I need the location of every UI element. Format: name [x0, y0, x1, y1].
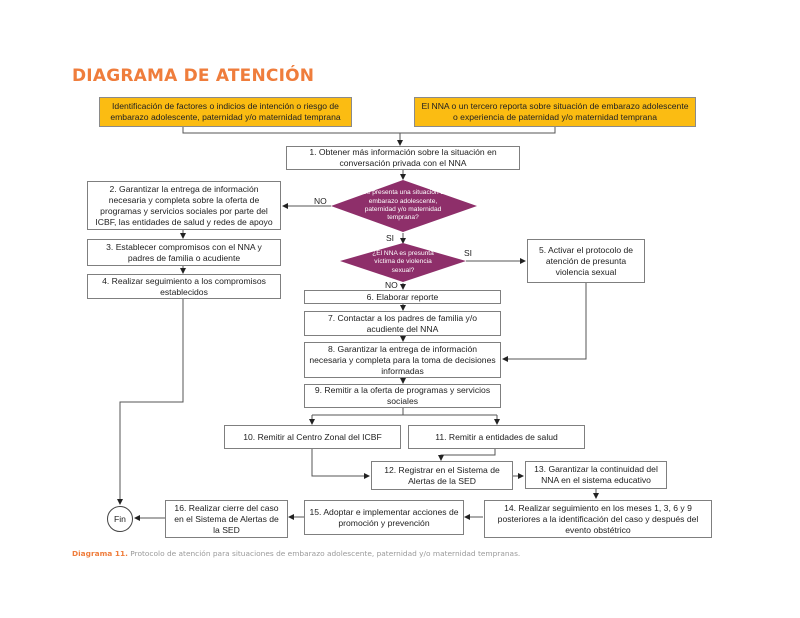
caption-label: Diagrama 11. — [72, 549, 128, 558]
label-d2-si: SI — [464, 248, 473, 258]
edge-s4-fin — [117, 298, 184, 505]
step-10: 10. Remitir al Centro Zonal del ICBF — [224, 425, 401, 449]
step-6: 6. Elaborar reporte — [304, 290, 501, 304]
start-box-identification: Identificación de factores o indicios de… — [99, 97, 352, 127]
figure-caption: Diagrama 11. Protocolo de atención para … — [72, 549, 520, 558]
step-14: 14. Realizar seguimiento en los meses 1,… — [484, 500, 712, 538]
step-3: 3. Establecer compromisos con el NNA y p… — [87, 239, 281, 266]
step-12: 12. Registrar en el Sistema de Alertas d… — [371, 461, 513, 490]
edge-start-b — [400, 127, 556, 134]
step-13: 13. Garantizar la continuidad del NNA en… — [525, 461, 667, 489]
caption-text: Protocolo de atención para situaciones d… — [127, 549, 521, 558]
label-d1-si: SI — [386, 233, 395, 243]
decision-2-text: ¿El NNA es presunta víctima de violencia… — [372, 249, 434, 274]
decision-diamond-1 — [331, 180, 477, 232]
start-box-report: El NNA o un tercero reporta sobre situac… — [414, 97, 696, 127]
edge-s5-s8 — [502, 283, 587, 362]
step-1: 1. Obtener más información sobre la situ… — [286, 146, 520, 170]
step-8: 8. Garantizar la entrega de información … — [304, 342, 501, 378]
label-d1-no: NO — [314, 196, 327, 206]
diagram-title: DIAGRAMA DE ATENCIÓN — [72, 66, 315, 86]
step-16: 16. Realizar cierre del caso en el Siste… — [165, 500, 288, 538]
step-4: 4. Realizar seguimiento a los compromiso… — [87, 274, 281, 299]
decision-diamond-2 — [340, 243, 466, 282]
edge-s11-s12 — [438, 449, 496, 461]
step-2: 2. Garantizar la entrega de información … — [87, 181, 281, 230]
decision-1-text: ¿Se presenta una situación de embarazo a… — [358, 189, 448, 222]
edge-s10-s12 — [311, 449, 370, 479]
step-11: 11. Remitir a entidades de salud — [408, 425, 585, 449]
step-5: 5. Activar el protocolo de atención de p… — [527, 239, 645, 283]
step-9: 9. Remitir a la oferta de programas y se… — [304, 384, 501, 408]
end-node: Fin — [107, 506, 133, 532]
label-d2-no: NO — [385, 280, 398, 290]
step-15: 15. Adoptar e implementar acciones de pr… — [304, 500, 464, 535]
step-7: 7. Contactar a los padres de familia y/o… — [304, 311, 501, 336]
edge-start-a — [182, 127, 403, 146]
